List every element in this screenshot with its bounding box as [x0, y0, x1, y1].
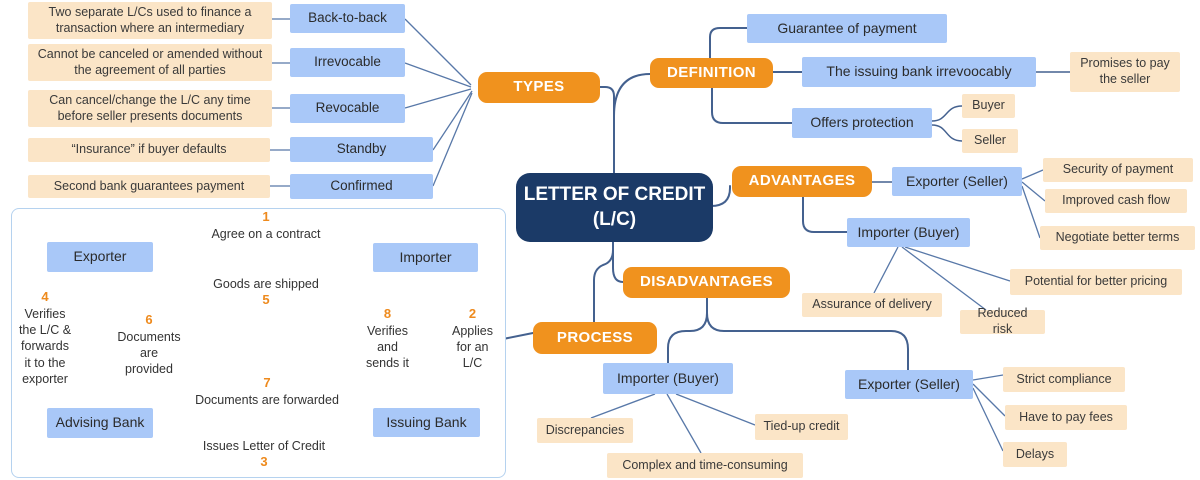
- process-step-6: 6 Documents are provided: [112, 312, 186, 378]
- process-step-8: 8 Verifies and sends it: [360, 306, 415, 372]
- type-desc-irrevocable: Cannot be canceled or amended without th…: [28, 44, 272, 81]
- step-1-label: Agree on a contract: [211, 226, 321, 241]
- type-back-to-back: Back-to-back: [290, 4, 405, 33]
- step-8-number: 8: [383, 306, 392, 321]
- dis-complex-time-consuming: Complex and time-consuming: [607, 453, 803, 478]
- process-node: PROCESS: [533, 322, 657, 354]
- adv-negotiate-better-terms: Negotiate better terms: [1040, 226, 1195, 250]
- step-8-label: Verifies and sends it: [365, 323, 410, 371]
- type-desc-confirmed: Second bank guarantees payment: [28, 175, 270, 198]
- process-step-7: 7 Documents are forwarded: [187, 375, 347, 408]
- type-desc-standby: “Insurance” if buyer defaults: [28, 138, 270, 162]
- step-1-number: 1: [262, 209, 270, 224]
- step-3-number: 3: [260, 454, 268, 470]
- types-node: TYPES: [478, 72, 600, 103]
- definition-protected-seller: Seller: [962, 129, 1018, 153]
- type-confirmed: Confirmed: [290, 174, 433, 199]
- adv-assurance-of-delivery: Assurance of delivery: [802, 293, 942, 317]
- type-standby: Standby: [290, 137, 433, 162]
- type-revocable: Revocable: [290, 94, 405, 123]
- process-step-2: 2 Applies for an L/C: [445, 306, 500, 372]
- advantages-importer: Importer (Buyer): [847, 218, 970, 247]
- center-topic: LETTER OF CREDIT (L/C): [516, 173, 713, 242]
- process-advising-bank: Advising Bank: [47, 408, 153, 438]
- definition-offers-protection: Offers protection: [792, 108, 932, 138]
- step-5-number: 5: [262, 292, 270, 308]
- disadvantages-importer: Importer (Buyer): [603, 363, 733, 394]
- definition-node: DEFINITION: [650, 58, 773, 88]
- definition-guarantee: Guarantee of payment: [747, 14, 947, 43]
- process-step-4: 4 Verifies the L/C & forwards it to the …: [12, 289, 78, 387]
- step-6-number: 6: [145, 312, 153, 327]
- type-irrevocable: Irrevocable: [290, 48, 405, 77]
- step-2-number: 2: [468, 306, 477, 321]
- adv-potential-better-pricing: Potential for better pricing: [1010, 269, 1182, 295]
- dis-delays: Delays: [1003, 442, 1067, 467]
- step-2-label: Applies for an L/C: [452, 323, 493, 371]
- type-desc-back-to-back: Two separate L/Cs used to finance a tran…: [28, 2, 272, 39]
- step-4-label: Verifies the L/C & forwards it to the ex…: [18, 306, 72, 386]
- dis-strict-compliance: Strict compliance: [1003, 367, 1125, 392]
- center-topic-line1: LETTER OF CREDIT: [523, 183, 706, 205]
- process-issuing-bank: Issuing Bank: [373, 408, 480, 437]
- disadvantages-node: DISADVANTAGES: [623, 267, 790, 298]
- process-importer: Importer: [373, 243, 478, 272]
- dis-discrepancies: Discrepancies: [537, 418, 633, 443]
- advantages-exporter: Exporter (Seller): [892, 167, 1022, 196]
- adv-security-of-payment: Security of payment: [1043, 158, 1193, 182]
- dis-have-to-pay-fees: Have to pay fees: [1005, 405, 1127, 430]
- step-3-label: Issues Letter of Credit: [202, 439, 326, 453]
- step-6-label: Documents are provided: [117, 329, 181, 377]
- definition-promises: Promises to pay the seller: [1070, 52, 1180, 92]
- adv-reduced-risk: Reduced risk: [960, 306, 1045, 336]
- process-step-3: Issues Letter of Credit 3: [184, 438, 344, 471]
- type-desc-revocable: Can cancel/change the L/C any time befor…: [28, 90, 272, 127]
- dis-tied-up-credit: Tied-up credit: [755, 414, 848, 440]
- process-step-1: 1 Agree on a contract: [191, 209, 341, 242]
- step-5-label: Goods are shipped: [213, 277, 319, 291]
- step-7-number: 7: [263, 375, 271, 390]
- process-step-5: Goods are shipped 5: [191, 276, 341, 309]
- disadvantages-exporter: Exporter (Seller): [845, 370, 973, 399]
- step-7-label: Documents are forwarded: [195, 392, 339, 407]
- advantages-node: ADVANTAGES: [732, 166, 872, 197]
- definition-protected-buyer: Buyer: [962, 94, 1015, 118]
- center-topic-line2: (L/C): [592, 208, 637, 230]
- process-exporter: Exporter: [47, 242, 153, 272]
- step-4-number: 4: [41, 289, 49, 304]
- definition-issuing-bank: The issuing bank irrevoocably: [802, 57, 1036, 87]
- adv-improved-cash-flow: Improved cash flow: [1045, 189, 1187, 213]
